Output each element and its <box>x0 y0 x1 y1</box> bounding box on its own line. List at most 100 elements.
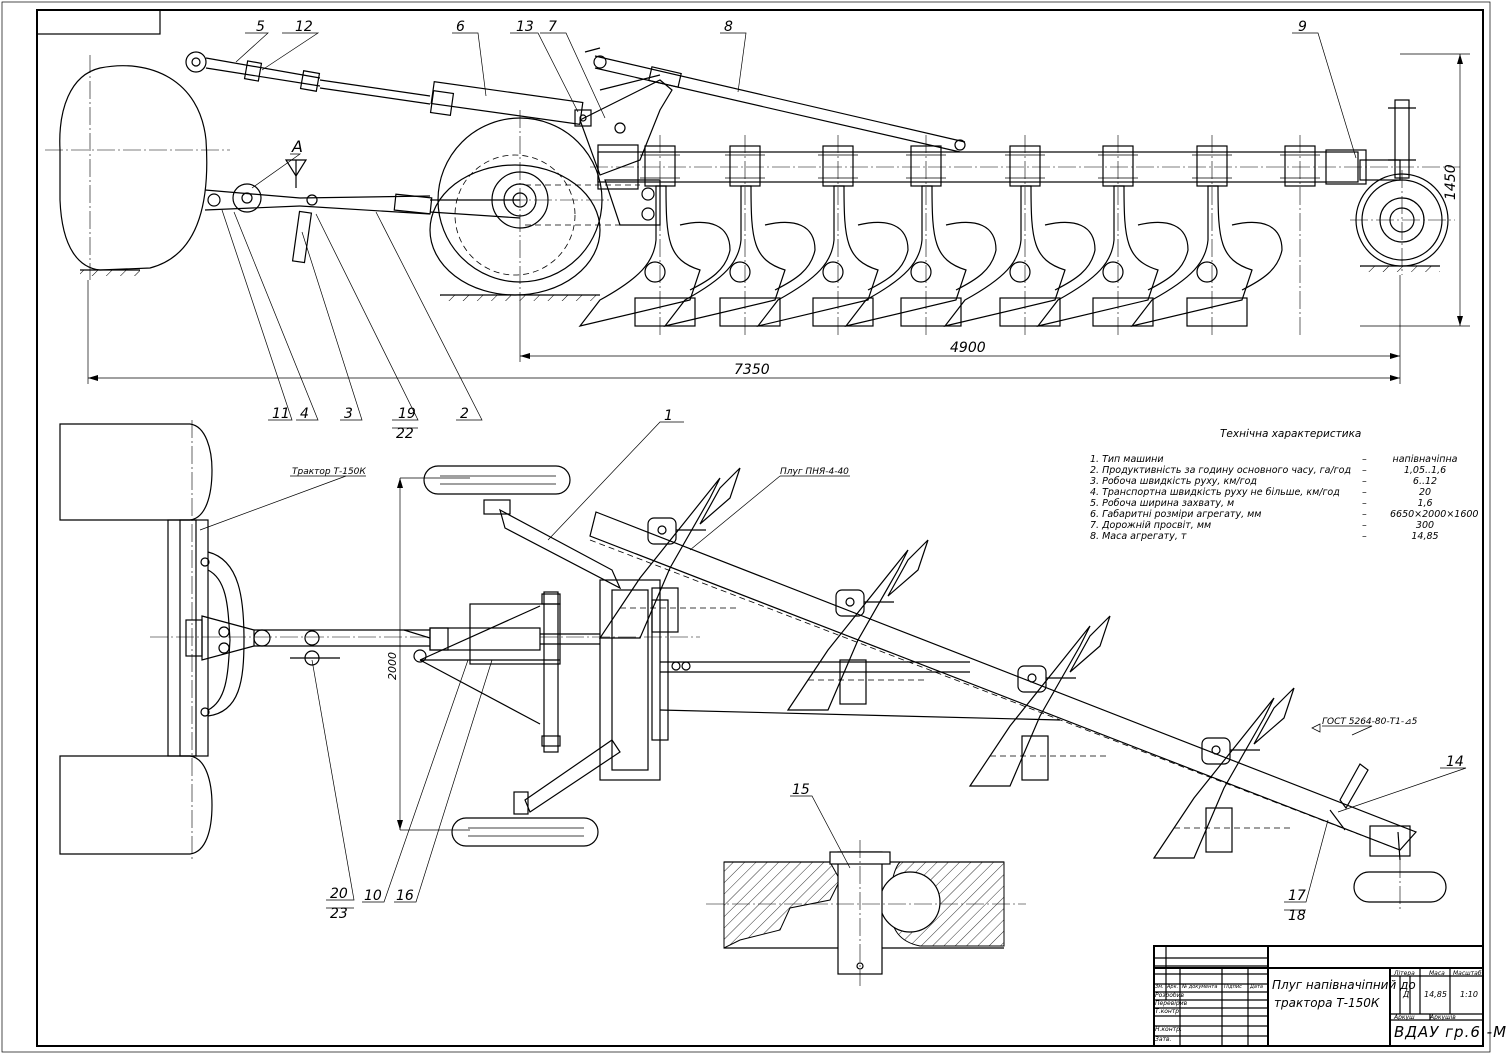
plough-body-side <box>943 135 1096 335</box>
spec-row: 8. Маса агрегату, т–14,85 <box>1090 531 1470 542</box>
plough-body-side <box>1130 135 1283 335</box>
tractor-label: Трактор Т-150К <box>292 467 366 477</box>
spec-row-name: 4. Транспортна швидкість руху не більше,… <box>1090 487 1340 498</box>
spec-row-name: 7. Дорожній просвіт, мм <box>1090 520 1212 531</box>
detail-15 <box>706 795 1026 986</box>
part-label: 15 <box>792 782 810 798</box>
spec-row-name: 1. Тип машини <box>1090 454 1164 465</box>
spec-row-value: напівначіпна <box>1392 454 1458 465</box>
adjusting-rod-8 <box>584 47 966 153</box>
hydraulic-cylinder-6 <box>430 80 584 126</box>
part-label: 22 <box>396 426 414 442</box>
part-label: 12 <box>295 19 313 35</box>
plough-body-side <box>756 135 909 335</box>
spec-row: 1. Тип машини – напівначіпна <box>1090 454 1470 465</box>
part-label: 10 <box>364 888 382 904</box>
spec-row: 2. Продуктивність за годину основного ча… <box>1090 465 1470 476</box>
spec-row-name: 6. Габаритні розміри агрегату, мм <box>1090 509 1262 520</box>
part-label: 9 <box>1298 19 1307 35</box>
tb-header: № документа <box>1182 984 1218 990</box>
hitch-node-A <box>204 159 308 213</box>
rear-wheel <box>1350 99 1455 275</box>
part-label: 11 <box>272 406 290 422</box>
spec-row-sep: – <box>1362 520 1367 531</box>
spec-row: 4. Транспортна швидкість руху не більше,… <box>1090 487 1470 498</box>
dim-height: 1450 <box>1443 164 1459 200</box>
plan-plough-bodies <box>598 467 1295 859</box>
spec-row-name: 2. Продуктивність за годину основного ча… <box>1090 465 1352 476</box>
spec-row-sep: – <box>1362 454 1367 465</box>
part-label: 20 <box>330 886 348 902</box>
spec-row-sep: – <box>1362 465 1367 476</box>
spec-row-value: 14,85 <box>1411 531 1439 542</box>
dim-2000: 2000 <box>386 652 399 680</box>
plough-body-side <box>578 135 731 335</box>
tb-header: Дата <box>1250 984 1263 990</box>
plough-body-plan <box>598 467 741 639</box>
spec-row: 3. Робоча швидкість руху, км/год–6..12 <box>1090 476 1470 487</box>
top-leaders <box>221 32 1357 429</box>
plough-bodies <box>578 135 1320 335</box>
part-label: 5 <box>256 19 265 35</box>
part-label: 7 <box>548 19 557 35</box>
spec-row-value: 1,6 <box>1417 498 1433 509</box>
tb-header: Підпис <box>1224 984 1242 990</box>
spec-row: 6. Габаритні розміри агрегату, мм – 6650×2… <box>1090 509 1479 520</box>
part-label: 8 <box>724 19 733 35</box>
plough-body-plan <box>968 615 1111 787</box>
part-label: 6 <box>456 19 465 35</box>
title-line-2: трактора Т-150К <box>1274 996 1380 1010</box>
spec-row-sep: – <box>1362 487 1367 498</box>
title-block-text: Плуг напівначіпний до трактора Т-150К Лі… <box>1154 946 1506 1046</box>
spec-row-sep: – <box>1362 476 1367 487</box>
dim-4900: 4900 <box>950 340 986 356</box>
view-label-a: A <box>291 137 303 156</box>
dimension-lines-side <box>87 53 1470 384</box>
spec-row-value: 300 <box>1415 520 1435 531</box>
plough-label: Плуг ПНЯ-4-40 <box>780 467 849 477</box>
tractor-wheel-plan-top <box>59 423 213 521</box>
tb-role: Т.контр. <box>1155 1008 1182 1015</box>
col-masshtab: Масштаб <box>1453 970 1482 977</box>
plough-body-side <box>1280 135 1320 335</box>
spec-row: 5. Робоча ширина захвату, м – 1,6 <box>1090 498 1470 509</box>
plough-body-side <box>663 135 816 335</box>
title-line-1: Плуг напівначіпний до <box>1272 978 1416 992</box>
spec-row-sep: – <box>1362 498 1367 509</box>
col-litera: Літера <box>1394 970 1415 977</box>
lower-draw-bar <box>291 193 521 264</box>
part-label: 14 <box>1446 754 1464 770</box>
spec-row-value: 6..12 <box>1412 476 1438 487</box>
tb-role: Н.контр. <box>1155 1026 1182 1033</box>
spec-row-value: 20 <box>1418 487 1432 498</box>
masshtab-value: 1:10 <box>1460 990 1478 999</box>
part-label: 23 <box>330 906 348 922</box>
part-label: 18 <box>1288 908 1306 924</box>
code-box <box>36 9 161 35</box>
part-label: 13 <box>516 19 534 35</box>
spec-row-value: 6650×2000×1600 <box>1390 509 1479 520</box>
part-label: 3 <box>344 406 353 422</box>
tb-role: Перевірив <box>1155 1000 1188 1007</box>
spec-row-sep: – <box>1362 509 1367 520</box>
tractor-wheel-side <box>59 65 208 271</box>
spec-row: 7. Дорожній просвіт, мм – 300 <box>1090 520 1470 531</box>
spec-row-name: 5. Робоча ширина захвату, м <box>1090 498 1235 509</box>
side-view: 1450 4900 7350 <box>45 32 1470 429</box>
tb-header: Зм. <box>1155 984 1164 990</box>
col-masa: Маса <box>1429 970 1445 977</box>
sheet-frame <box>36 9 1484 1047</box>
spec-row-name: 8. Маса агрегату, т <box>1090 531 1187 542</box>
plough-body-plan <box>786 539 929 711</box>
arkush: Аркуш <box>1394 1014 1415 1021</box>
tb-role: Затв. <box>1155 1036 1172 1043</box>
plough-body-plan <box>1152 687 1295 859</box>
upper-link <box>185 51 592 127</box>
plan-main-beam <box>589 511 1418 851</box>
part-label: 1 <box>664 408 673 424</box>
spec-heading: Технічна характеристика <box>1220 428 1362 440</box>
